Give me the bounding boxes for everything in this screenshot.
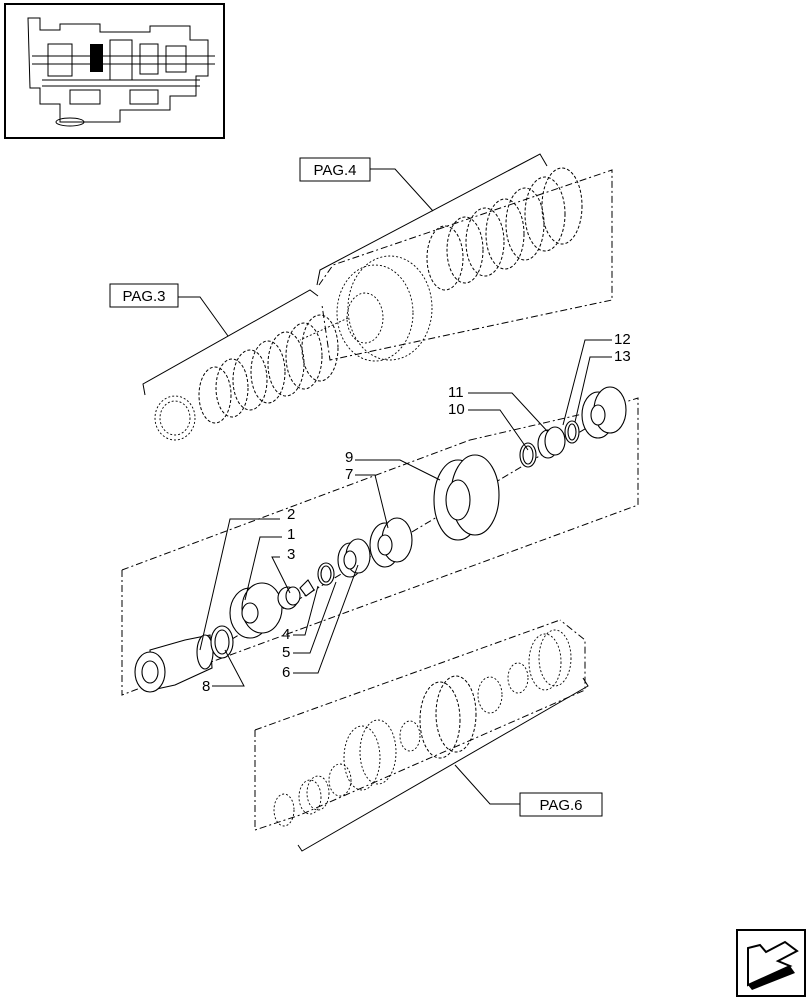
gear-part-7 [369, 517, 413, 568]
ring-part-10 [519, 442, 537, 468]
callout-12: 12 [614, 331, 631, 348]
shaft-part-2 [134, 634, 214, 693]
bearing-part-11 [537, 426, 566, 459]
pag4-reference[interactable]: PAG.4 [299, 157, 371, 182]
gear-part-1 [229, 582, 283, 639]
pag4-label: PAG.4 [313, 162, 356, 179]
callout-9: 9 [345, 449, 353, 466]
synchro-sleeve-part-9 [433, 454, 500, 541]
callout-2: 2 [287, 506, 295, 523]
callout-11: 11 [448, 384, 464, 401]
callout-5: 5 [282, 644, 290, 661]
pag3-reference[interactable]: PAG.3 [109, 283, 179, 308]
callout-3: 3 [287, 546, 295, 563]
pag4-group-outline [318, 169, 613, 361]
next-page-arrow-icon[interactable] [736, 929, 806, 997]
callout-7: 7 [345, 466, 353, 483]
main-group-outline-top2 [469, 409, 601, 441]
callout-1: 1 [287, 526, 295, 543]
transmission-locator-icon[interactable] [4, 3, 225, 139]
bearing-part-6 [337, 538, 371, 578]
callout-8: 8 [202, 678, 210, 695]
pag6-group-outline-top [254, 619, 561, 731]
washer-part-8 [210, 625, 234, 659]
main-group-outline-top [121, 439, 471, 571]
gear-part-13 [581, 386, 627, 439]
pag3-bracket [142, 289, 319, 396]
ring-part-12 [564, 420, 580, 444]
snap-ring-part-5 [317, 562, 335, 586]
callout-6: 6 [282, 664, 290, 681]
pag6-label: PAG.6 [539, 797, 582, 814]
clutch-discs-pag3 [154, 314, 339, 441]
callout-13: 13 [614, 348, 631, 365]
clutch-discs-pag4 [426, 167, 583, 291]
leader-lines [199, 339, 612, 687]
pag6-reference[interactable]: PAG.6 [519, 792, 603, 817]
pag4-bracket [316, 153, 548, 286]
callout-numbers: 2 1 3 4 5 6 8 9 7 11 10 12 13 [202, 331, 631, 695]
clutch-drum-ghost [299, 255, 433, 362]
main-group-outline [121, 397, 639, 696]
callout-10: 10 [448, 401, 465, 418]
pag6-ghost-parts [273, 629, 572, 827]
ring-part-4 [299, 579, 315, 597]
pag3-label: PAG.3 [122, 288, 165, 305]
pag6-bracket [297, 677, 589, 852]
pag6-group-outline [254, 619, 586, 831]
callout-4: 4 [282, 626, 290, 643]
